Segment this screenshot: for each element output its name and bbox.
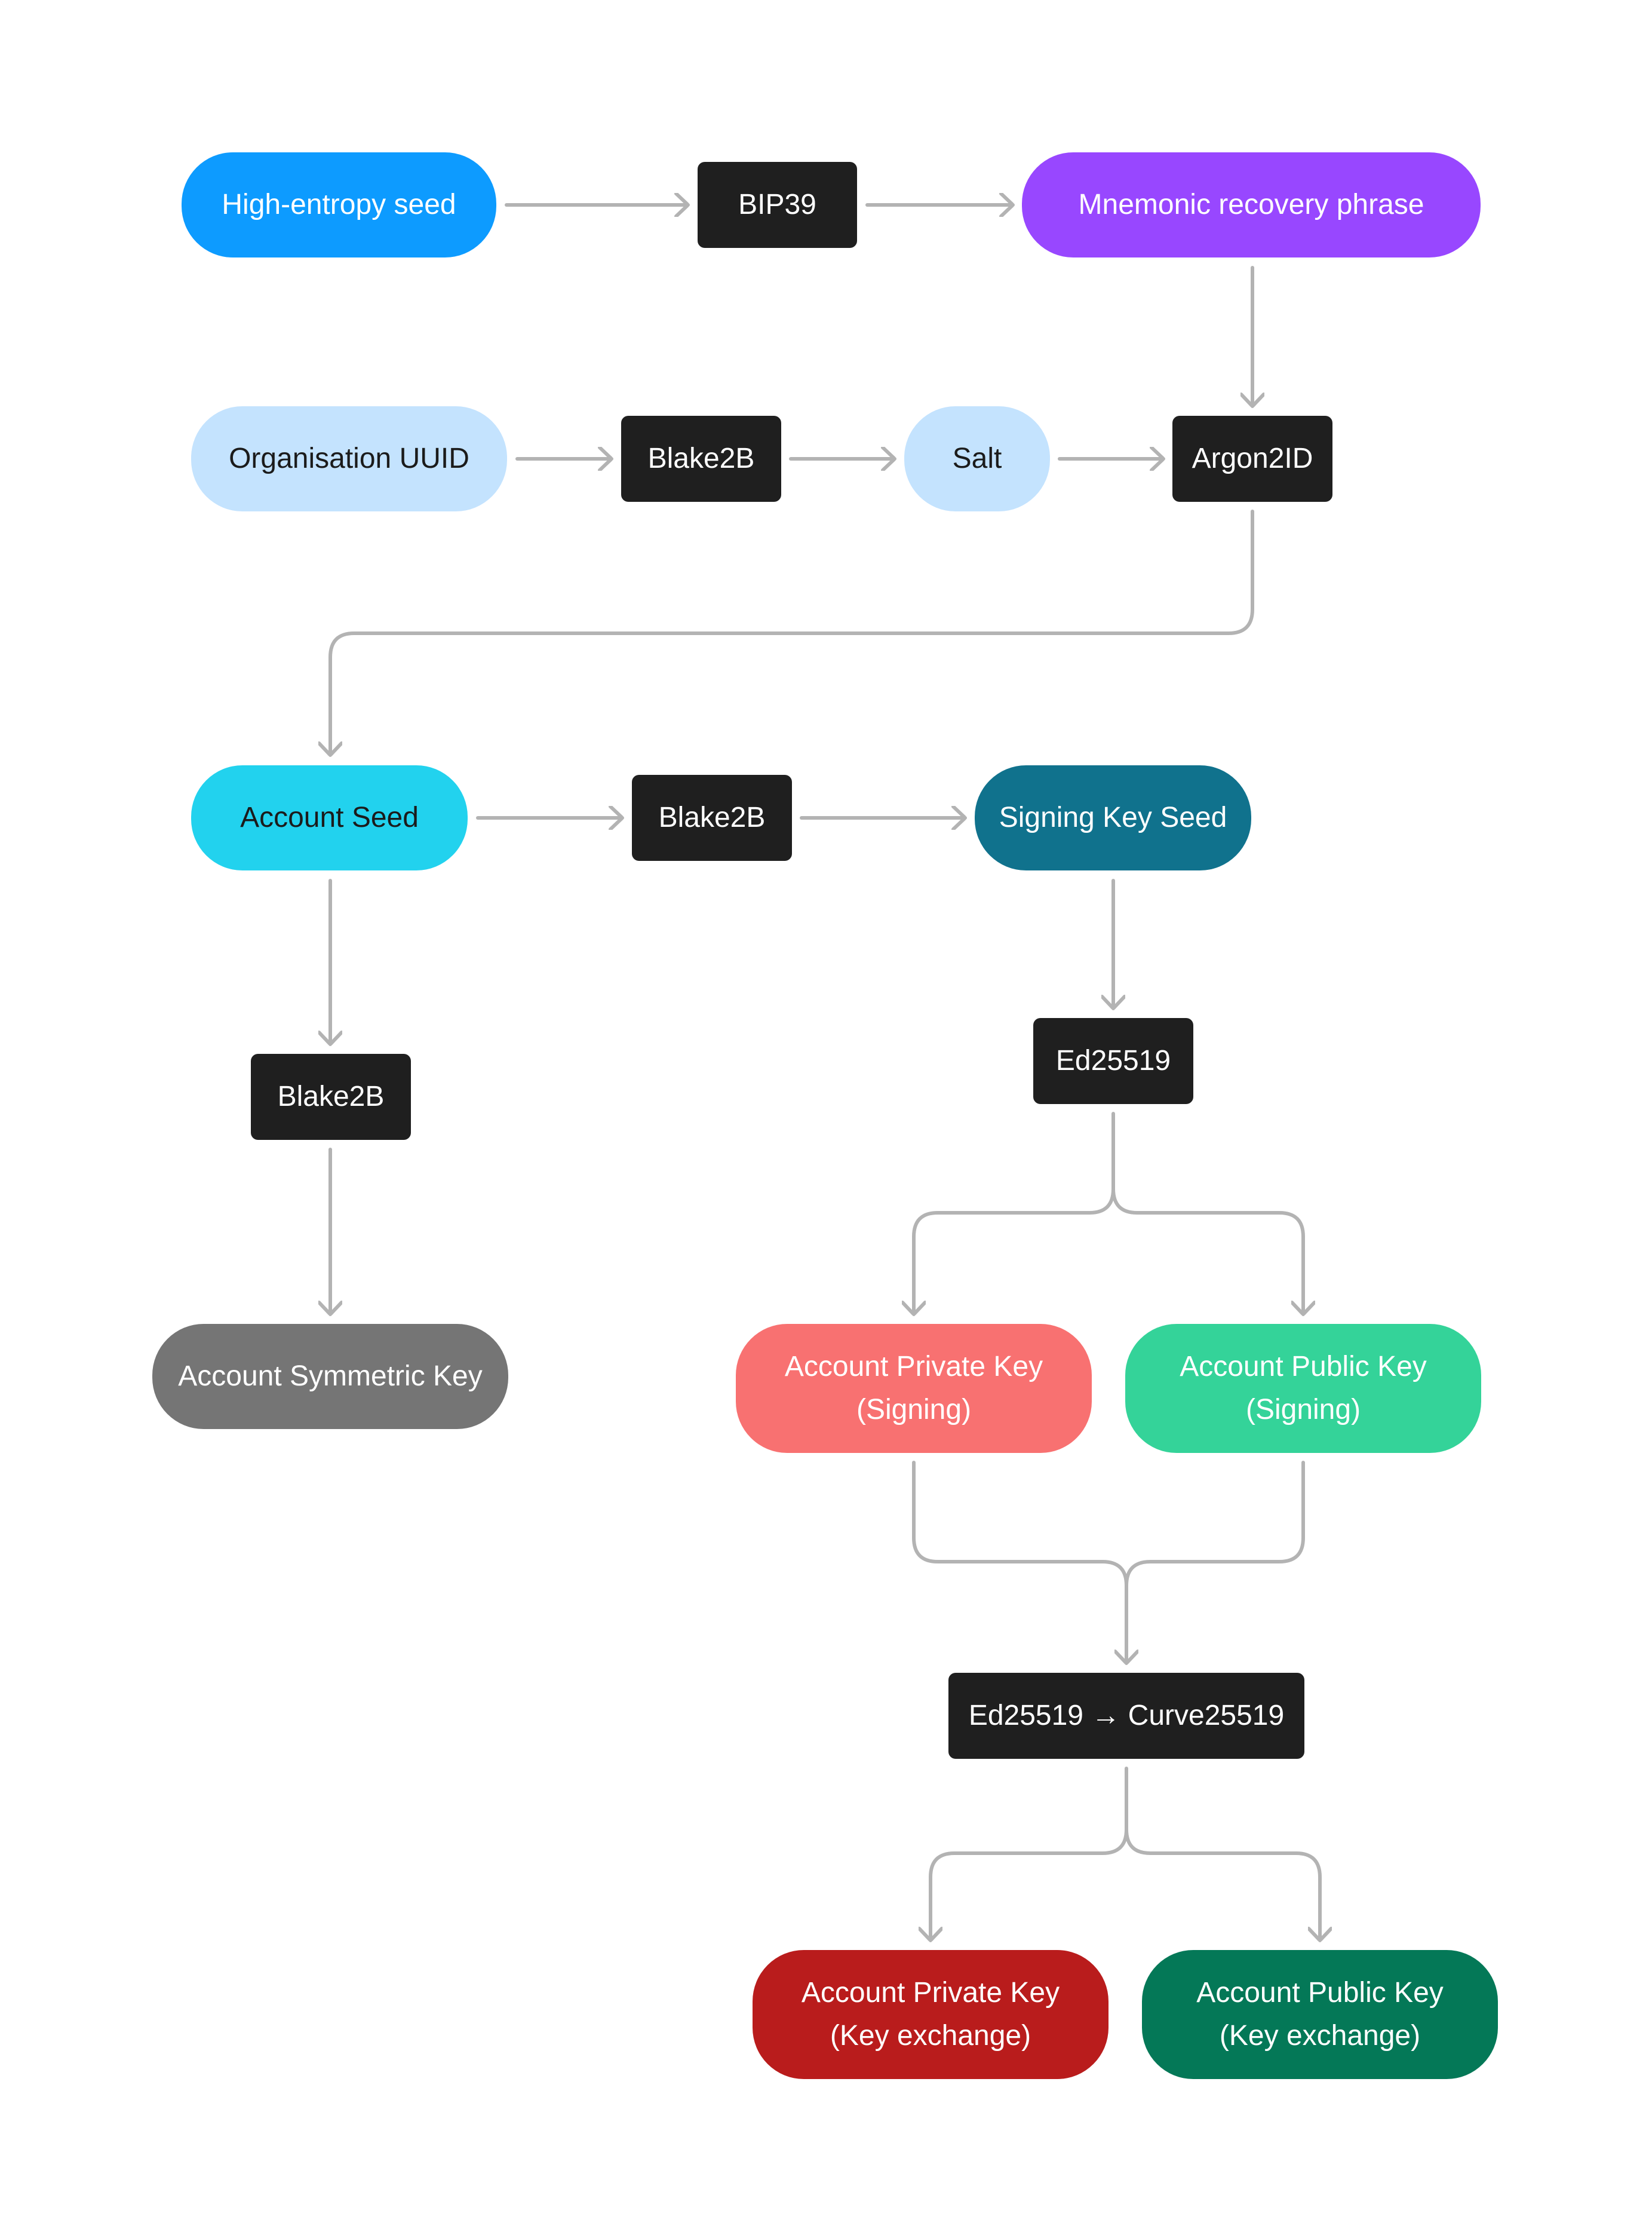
arrow-private-signing-to-conversion — [912, 1461, 1126, 1665]
organisation-uuid-node: Organisation UUID — [191, 406, 507, 511]
arrow-ed25519-to-public-signing — [1111, 1187, 1303, 1316]
account-public-key-exchange-label: Account Public Key (Key exchange) — [1196, 1977, 1444, 2052]
signing-key-seed-node: Signing Key Seed — [975, 765, 1251, 870]
high-entropy-seed-label: High-entropy seed — [222, 189, 456, 220]
bip39-label: BIP39 — [738, 189, 816, 220]
ed25519-to-curve25519-operation: Ed25519 → Curve25519 — [948, 1673, 1304, 1759]
blake2b-salt-label: Blake2B — [647, 443, 755, 474]
mnemonic-recovery-phrase-node: Mnemonic recovery phrase — [1022, 152, 1481, 257]
account-symmetric-key-node: Account Symmetric Key — [152, 1324, 508, 1429]
account-public-key-signing-node: Account Public Key (Signing) — [1125, 1324, 1481, 1453]
salt-node: Salt — [904, 406, 1050, 511]
signing-key-seed-label: Signing Key Seed — [999, 802, 1227, 833]
blake2b-symmetric-label: Blake2B — [277, 1081, 385, 1112]
bip39-operation: BIP39 — [698, 162, 857, 248]
mnemonic-recovery-phrase-label: Mnemonic recovery phrase — [1078, 189, 1424, 220]
ed25519-operation: Ed25519 — [1033, 1018, 1193, 1104]
argon2id-label: Argon2ID — [1192, 443, 1313, 474]
ed25519-label: Ed25519 — [1055, 1045, 1171, 1077]
account-seed-node: Account Seed — [191, 765, 468, 870]
arrow-ed25519-to-private-signing — [914, 1112, 1115, 1316]
account-private-key-signing-label: Account Private Key (Signing) — [784, 1351, 1043, 1425]
account-seed-label: Account Seed — [240, 802, 419, 833]
account-private-key-exchange-node: Account Private Key (Key exchange) — [753, 1950, 1109, 2079]
blake2b-signing-label: Blake2B — [658, 802, 766, 833]
ed25519-to-curve25519-label: Ed25519 → Curve25519 — [968, 1700, 1285, 1731]
high-entropy-seed-node: High-entropy seed — [182, 152, 496, 257]
arrow-argon2id-to-account-seed — [330, 510, 1254, 757]
argon2id-operation: Argon2ID — [1172, 416, 1332, 502]
account-private-key-exchange-label: Account Private Key (Key exchange) — [801, 1977, 1060, 2052]
arrow-conversion-to-public-kx — [1125, 1828, 1320, 1942]
account-public-key-signing-label: Account Public Key (Signing) — [1180, 1351, 1427, 1425]
account-public-key-exchange-node: Account Public Key (Key exchange) — [1142, 1950, 1498, 2079]
blake2b-salt-operation: Blake2B — [621, 416, 781, 502]
account-private-key-signing-node: Account Private Key (Signing) — [736, 1324, 1092, 1453]
account-symmetric-key-label: Account Symmetric Key — [178, 1360, 483, 1392]
arrow-public-signing-to-conversion — [1125, 1461, 1305, 1587]
blake2b-signing-operation: Blake2B — [632, 775, 792, 861]
blake2b-symmetric-operation: Blake2B — [251, 1054, 411, 1140]
organisation-uuid-label: Organisation UUID — [229, 443, 469, 474]
salt-label: Salt — [952, 443, 1002, 474]
arrow-conversion-to-private-kx — [931, 1767, 1128, 1942]
